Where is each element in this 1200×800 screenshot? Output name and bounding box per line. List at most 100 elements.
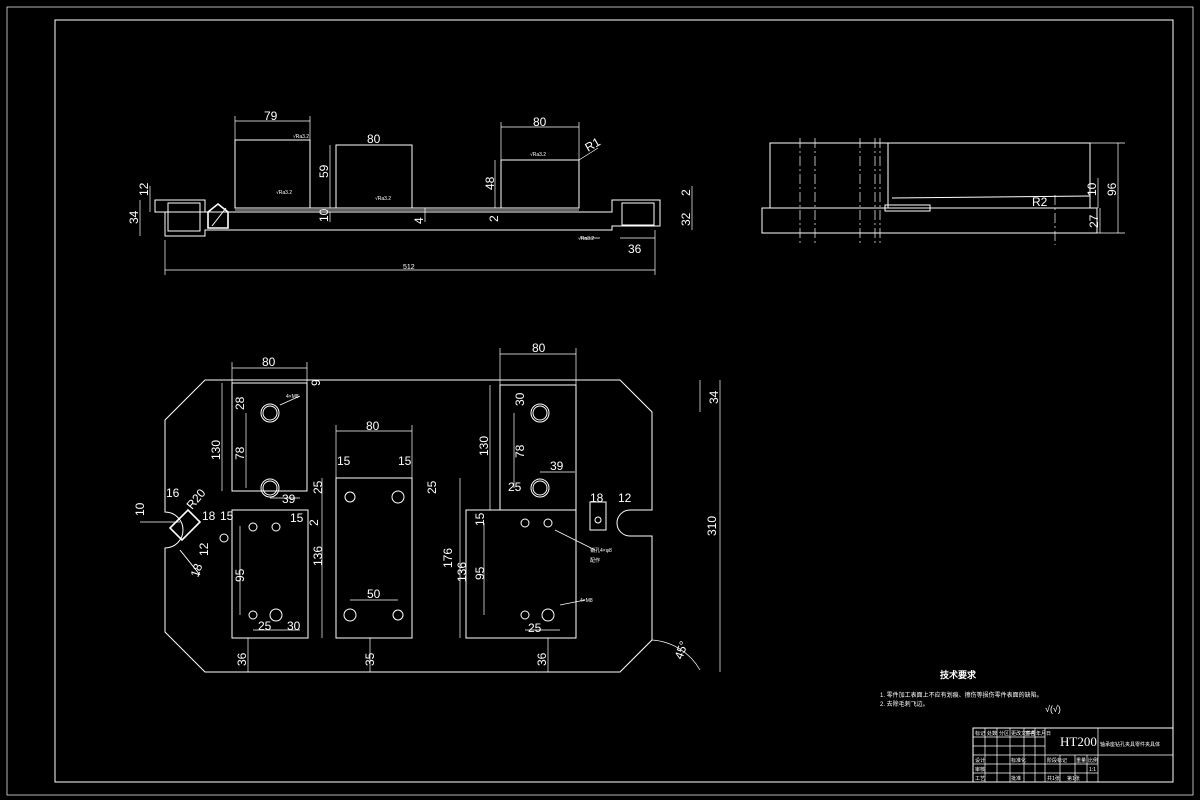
plan-plate-2 bbox=[231, 509, 309, 639]
roughness-mark: √Ra3.2 bbox=[530, 151, 546, 158]
dim-16: 16 bbox=[166, 486, 180, 500]
dim-35: 35 bbox=[363, 652, 377, 666]
dim-36: 36 bbox=[628, 242, 642, 256]
dim-96: 96 bbox=[1105, 182, 1119, 196]
outer-border bbox=[6, 6, 1194, 796]
dim-80: 80 bbox=[367, 132, 381, 146]
material-label: HT200 bbox=[1060, 734, 1097, 749]
tb-cell: 处数 bbox=[987, 730, 997, 737]
roughness-mark: √Ra3.2 bbox=[293, 133, 309, 140]
inner-border bbox=[54, 19, 1174, 783]
dim-80: 80 bbox=[366, 419, 380, 433]
hole-note: 销孔4×φ8 bbox=[590, 547, 612, 554]
dim-25: 25 bbox=[425, 480, 439, 494]
dim-39: 39 bbox=[282, 492, 296, 506]
dim-15: 15 bbox=[290, 511, 304, 525]
dim-36: 36 bbox=[235, 652, 249, 666]
dim-30: 30 bbox=[513, 392, 527, 406]
tb-cell: 第1张 bbox=[1067, 775, 1080, 782]
tb-cell: 设计 bbox=[975, 757, 985, 764]
dim-r20: R20 bbox=[184, 486, 209, 512]
dim-80: 80 bbox=[262, 355, 276, 369]
front-block-3 bbox=[500, 159, 580, 209]
title-block: HT200 轴承座钻孔夹具零件夹具体 标记 处数 分区 更改文件号 签名 年月日… bbox=[972, 727, 1174, 783]
dim-2: 2 bbox=[679, 189, 693, 196]
dim-95: 95 bbox=[233, 568, 247, 582]
notes-title: 技术要求 bbox=[940, 669, 977, 680]
dim-34: 34 bbox=[707, 390, 721, 404]
dim-r2: R2 bbox=[1032, 195, 1048, 209]
dim-34: 34 bbox=[127, 210, 141, 224]
tb-cell: 共1张 bbox=[1047, 775, 1060, 782]
tb-cell: 更改文件号 bbox=[1011, 730, 1036, 737]
front-block-2 bbox=[335, 144, 413, 209]
dim-130: 130 bbox=[209, 440, 223, 460]
dim-15: 15 bbox=[398, 454, 412, 468]
hole-note: 4×M8 bbox=[286, 394, 299, 400]
front-block-1 bbox=[234, 139, 311, 209]
dim-25: 25 bbox=[258, 619, 272, 633]
tb-cell: 比例 bbox=[1088, 757, 1098, 764]
dim-32: 32 bbox=[679, 212, 693, 226]
side-view: 96 10 27 R2 bbox=[761, 138, 1125, 245]
dim-39: 39 bbox=[550, 459, 564, 473]
technical-notes: 技术要求 1. 零件加工表面上不应有划痕、擦伤等损伤零件表面的缺陷。 2. 去除… bbox=[880, 669, 1061, 714]
hole-note: 4×M8 bbox=[580, 598, 593, 604]
dim-15: 15 bbox=[337, 454, 351, 468]
dim-36: 36 bbox=[535, 652, 549, 666]
dim-2: 2 bbox=[307, 519, 321, 526]
dim-78: 78 bbox=[233, 446, 247, 460]
tb-cell: 年月日 bbox=[1036, 730, 1051, 737]
dim-78: 78 bbox=[513, 444, 527, 458]
dim-25: 25 bbox=[528, 621, 542, 635]
dim-27: 27 bbox=[1087, 214, 1101, 228]
dim-r1: R1 bbox=[583, 135, 604, 155]
tb-cell: 1:1 bbox=[1089, 767, 1096, 773]
tb-cell: 标准化 bbox=[1011, 757, 1026, 764]
tb-cell: 签名 bbox=[1025, 730, 1035, 737]
dim-12: 12 bbox=[618, 491, 632, 505]
dim-512: 512 bbox=[403, 264, 415, 271]
dim-15: 15 bbox=[220, 509, 234, 523]
dim-310: 310 bbox=[705, 516, 719, 536]
front-view: 79 80 80 59 48 12 34 10 4 2 2 32 36 512 … bbox=[127, 109, 693, 275]
notes-line-2: 2. 去除毛刺飞边。 bbox=[880, 700, 929, 708]
plan-view: 80 80 80 9 34 310 130 28 78 39 130 30 78… bbox=[133, 341, 721, 673]
dim-80: 80 bbox=[532, 341, 546, 355]
dim-10: 10 bbox=[1085, 182, 1099, 196]
dim-59: 59 bbox=[317, 164, 331, 178]
dim-10: 10 bbox=[317, 208, 331, 222]
tb-cell: 标记 bbox=[975, 730, 985, 737]
dim-136: 136 bbox=[311, 546, 325, 566]
dim-48: 48 bbox=[483, 176, 497, 190]
dim-176: 176 bbox=[441, 548, 455, 568]
roughness-mark: √Ra3.2 bbox=[375, 195, 391, 202]
dim-95: 95 bbox=[473, 566, 487, 580]
tb-cell: 阶段标记 bbox=[1047, 757, 1067, 764]
roughness-symbol: √(√) bbox=[1045, 704, 1061, 714]
dim-2: 2 bbox=[487, 215, 501, 222]
dim-4: 4 bbox=[412, 217, 426, 224]
dim-25: 25 bbox=[508, 480, 522, 494]
hole-note: 配作 bbox=[590, 557, 600, 564]
dim-30: 30 bbox=[287, 619, 301, 633]
plan-plate-3 bbox=[335, 477, 413, 639]
tb-cell: 重量 bbox=[1076, 757, 1086, 764]
dim-25: 25 bbox=[311, 480, 325, 494]
dim-18: 18 bbox=[202, 509, 216, 523]
plan-plate-5 bbox=[465, 509, 577, 639]
tb-cell: 审核 bbox=[975, 766, 985, 773]
plan-plate-1 bbox=[231, 382, 308, 492]
roughness-mark: √Ra3.2 bbox=[276, 189, 292, 196]
dim-79: 79 bbox=[264, 109, 278, 123]
tb-cell: 工艺 bbox=[975, 776, 985, 782]
dim-9: 9 bbox=[309, 379, 323, 386]
dim-28: 28 bbox=[233, 396, 247, 410]
dim-80: 80 bbox=[533, 115, 547, 129]
roughness-mark: √Ra3.2 bbox=[578, 235, 594, 242]
dim-136: 136 bbox=[455, 562, 469, 582]
dim-130: 130 bbox=[477, 436, 491, 456]
dim-18: 18 bbox=[590, 491, 604, 505]
dim-12: 12 bbox=[197, 542, 211, 556]
